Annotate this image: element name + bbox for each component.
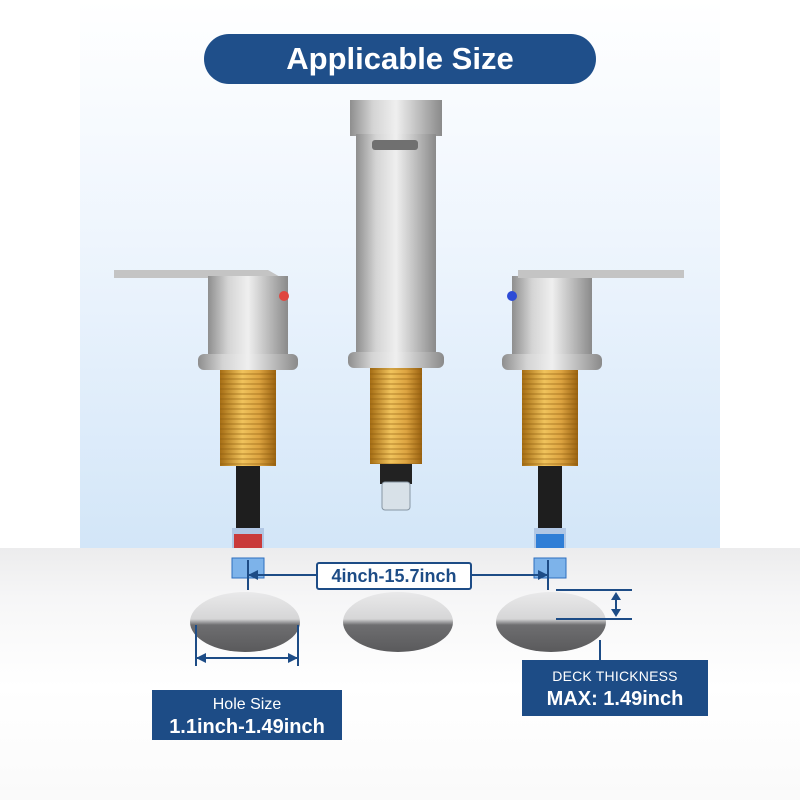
spout bbox=[348, 100, 444, 511]
cold-lever bbox=[518, 270, 684, 278]
spout-aerator bbox=[372, 140, 418, 150]
right-hole bbox=[496, 592, 606, 652]
center-hole bbox=[343, 592, 453, 652]
hot-indicator-icon bbox=[279, 291, 289, 301]
deck-thickness-box: DECK THICKNESS MAX: 1.49inch bbox=[522, 660, 708, 716]
hole-size-dimension bbox=[195, 625, 299, 666]
hole-size-label: Hole Size bbox=[212, 696, 282, 713]
cold-indicator-icon bbox=[507, 291, 517, 301]
hot-handle bbox=[114, 270, 298, 579]
cold-handle bbox=[502, 270, 684, 579]
spout-connector bbox=[381, 481, 411, 511]
cold-supply-hose bbox=[538, 466, 562, 530]
page-title: Applicable Size bbox=[204, 34, 596, 84]
deck-thickness-label: DECK THICKNESS bbox=[552, 668, 678, 684]
deck-thickness-value: MAX: 1.49inch bbox=[546, 688, 684, 710]
spout-base bbox=[348, 352, 444, 368]
hole-size-box: Hole Size 1.1inch-1.49inch bbox=[152, 690, 342, 740]
deck-thickness-dimension bbox=[556, 589, 632, 662]
left-hole bbox=[190, 592, 300, 652]
hot-supply-hose bbox=[236, 466, 260, 530]
hole-size-value: 1.1inch-1.49inch bbox=[169, 716, 325, 738]
spout-body bbox=[356, 134, 436, 354]
spout-cap bbox=[350, 100, 442, 136]
spacing-label: 4inch-15.7inch bbox=[316, 562, 472, 590]
